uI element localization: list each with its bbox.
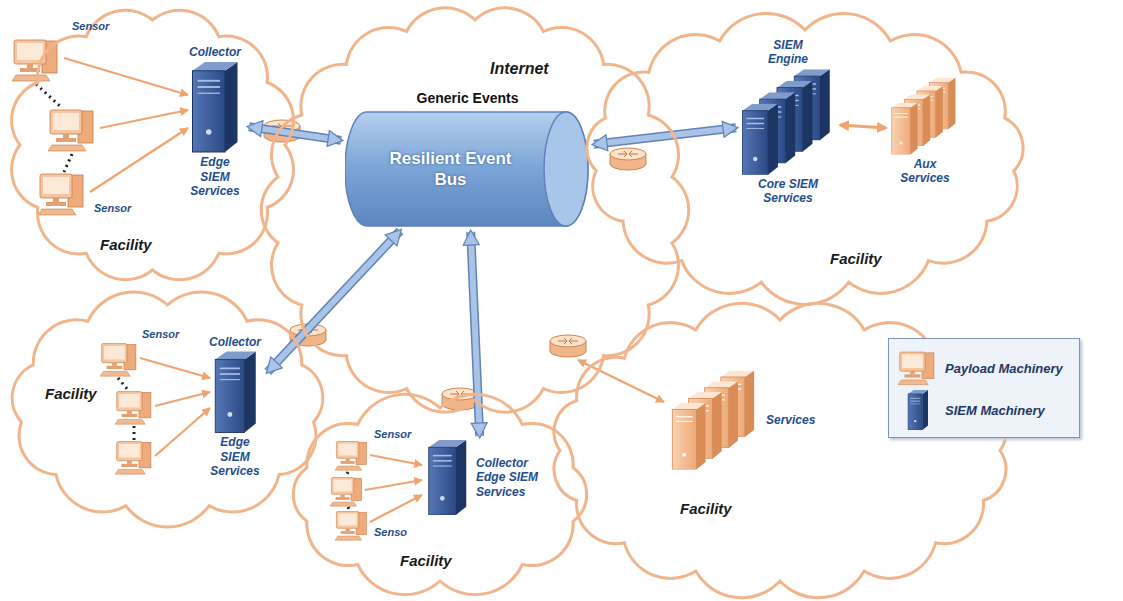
- event-flow-arrow: [594, 128, 736, 144]
- sensor-label: Sensor: [94, 202, 131, 214]
- facility-label: Facility: [100, 236, 152, 253]
- service-link-arrow: [840, 125, 886, 128]
- server-label: Core SIEM Services: [752, 177, 824, 206]
- legend-row: Payload Machinery: [897, 347, 1071, 389]
- collector-server: CollectorEdge SIEM Services: [205, 335, 265, 479]
- bus-cylinder: Resilient Event Bus: [345, 110, 590, 228]
- sensor-label: Senso: [374, 526, 407, 538]
- legend-icon: [897, 348, 939, 388]
- event-bus: Generic EventsResilient Event Bus: [345, 90, 590, 228]
- facility-label: Facility: [400, 552, 452, 569]
- facility-label: Facility: [830, 250, 882, 267]
- cloud-outline: [0, 285, 335, 530]
- server-label: Services: [766, 413, 815, 427]
- sensor-computers: [12, 40, 367, 540]
- server-label: Aux Services: [897, 157, 953, 186]
- facility-cloud: Facility CollectorEdge SIEM Services: [280, 388, 600, 601]
- facility-label: Facility: [680, 500, 732, 517]
- legend-icon: [897, 390, 939, 430]
- services-servers: Services: [670, 370, 815, 470]
- legend-label: SIEM Machinery: [945, 403, 1045, 418]
- server-icon: [890, 77, 960, 155]
- edge-outline: [268, 231, 400, 372]
- server-icon: [425, 440, 470, 515]
- edge-group: [471, 232, 480, 436]
- collector-server: CollectorEdge SIEM Services: [425, 440, 538, 515]
- legend-box: Payload MachinerySIEM Machinery: [888, 338, 1080, 438]
- event-flow-arrow: [249, 127, 341, 141]
- facility-cloud: FacilitySIEM EngineCore SIEM ServicesAux…: [575, 10, 1035, 305]
- server-label: Edge SIEM Services: [476, 470, 538, 499]
- sensor-label: Sensor: [142, 328, 179, 340]
- cloud-outline: [0, 0, 305, 290]
- edge-group: [840, 125, 886, 128]
- facility-label: Internet: [490, 60, 549, 78]
- cylinder-shape: [345, 110, 590, 228]
- server-label: Edge SIEM Services: [205, 435, 265, 478]
- server-icon: [213, 351, 258, 433]
- facility-label: Facility: [45, 385, 97, 402]
- server-icon: [190, 61, 240, 153]
- server-label: Collector: [189, 45, 241, 59]
- bus-label: Resilient Event Bus: [386, 148, 516, 191]
- legend-row: SIEM Machinery: [897, 389, 1071, 431]
- bus-heading: Generic Events: [417, 90, 519, 106]
- event-flow-arrow: [268, 231, 400, 372]
- siem-engine: SIEM EngineCore SIEM Services: [740, 38, 836, 206]
- event-flow-arrow: [471, 232, 480, 436]
- facility-cloud: Facility CollectorEdge SIEM Services: [0, 285, 335, 530]
- edge-group: [594, 128, 736, 144]
- edge-group: [249, 127, 341, 141]
- sensor-label: Sensor: [374, 428, 411, 440]
- sensor-label: Sensor: [72, 20, 109, 32]
- server-label: Collector: [476, 456, 528, 470]
- server-icon: [740, 69, 836, 175]
- legend-label: Payload Machinery: [945, 361, 1063, 376]
- edge-outline: [471, 232, 480, 436]
- server-label: Edge SIEM Services: [185, 155, 245, 198]
- internet-cloud: InternetGeneric EventsResilient Event Bu…: [255, 0, 695, 420]
- server-label: SIEM Engine: [762, 38, 814, 67]
- edge-group: [268, 231, 400, 372]
- facility-cloud: Facility CollectorEdge SIEM Services: [0, 0, 305, 290]
- aux-services: Aux Services: [890, 75, 960, 186]
- server-label: Collector: [209, 335, 261, 349]
- server-icon: [670, 370, 760, 470]
- edge-outline: [249, 127, 341, 141]
- edge-outline: [594, 128, 736, 144]
- collector-server: CollectorEdge SIEM Services: [185, 45, 245, 199]
